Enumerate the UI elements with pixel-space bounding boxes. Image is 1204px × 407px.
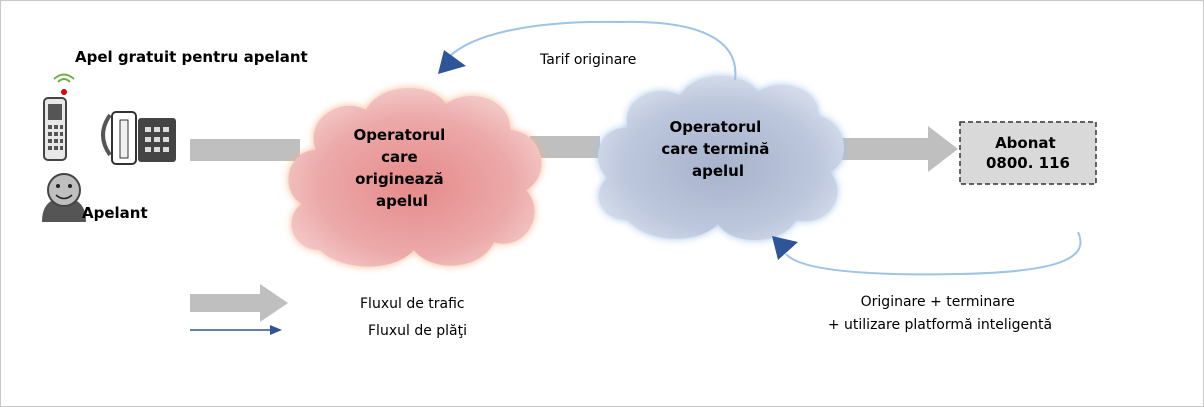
originating-line-1: Operatorul bbox=[353, 126, 445, 144]
traffic-flow-arrow-caller bbox=[190, 139, 300, 161]
originating-operator-label: Operatorul care originează apelul bbox=[353, 126, 450, 210]
legend-payments-label: Fluxul de plăţi bbox=[368, 323, 467, 339]
legend-traffic-arrow bbox=[190, 284, 288, 322]
person-icon bbox=[42, 173, 86, 222]
originating-operator-cloud bbox=[288, 88, 542, 267]
terminating-operator-cloud bbox=[598, 75, 844, 241]
subscriber-line-2: 0800. 116 bbox=[986, 154, 1070, 172]
payment-bottom-line-1: Originare + terminare bbox=[861, 294, 1015, 310]
subscriber-box bbox=[959, 121, 1097, 185]
payment-flow-arc-bottom bbox=[772, 231, 1082, 276]
originating-line-4: apelul bbox=[376, 192, 428, 210]
originating-line-2: care bbox=[381, 148, 418, 166]
desk-phone-icon bbox=[101, 111, 176, 165]
terminating-line-3: apelul bbox=[692, 162, 744, 180]
traffic-flow-arrow-between-operators bbox=[530, 136, 600, 158]
subscriber-line-1: Abonat bbox=[995, 134, 1056, 152]
caller-label: Apelant bbox=[82, 204, 148, 222]
diagram-title: Apel gratuit pentru apelant bbox=[75, 48, 308, 66]
terminating-line-1: Operatorul bbox=[669, 118, 761, 136]
payment-bottom-line-2: + utilizare platformă inteligentă bbox=[828, 317, 1052, 333]
mobile-phone-icon bbox=[43, 73, 75, 161]
payment-bottom-label: Originare + terminare + utilizare platfo… bbox=[828, 294, 1052, 333]
subscriber-label: Abonat 0800. 116 bbox=[986, 134, 1070, 172]
payment-top-label: Tarif originare bbox=[539, 52, 636, 68]
terminating-operator-label: Operatorul care termină apelul bbox=[661, 118, 774, 180]
legend: Fluxul de trafic Fluxul de plăţi bbox=[190, 284, 467, 339]
originating-line-3: originează bbox=[355, 170, 444, 188]
terminating-line-2: care termină bbox=[661, 140, 769, 158]
legend-payment-arrow bbox=[190, 325, 282, 335]
payment-flow-arc-top bbox=[438, 20, 737, 81]
legend-traffic-label: Fluxul de trafic bbox=[360, 296, 465, 312]
